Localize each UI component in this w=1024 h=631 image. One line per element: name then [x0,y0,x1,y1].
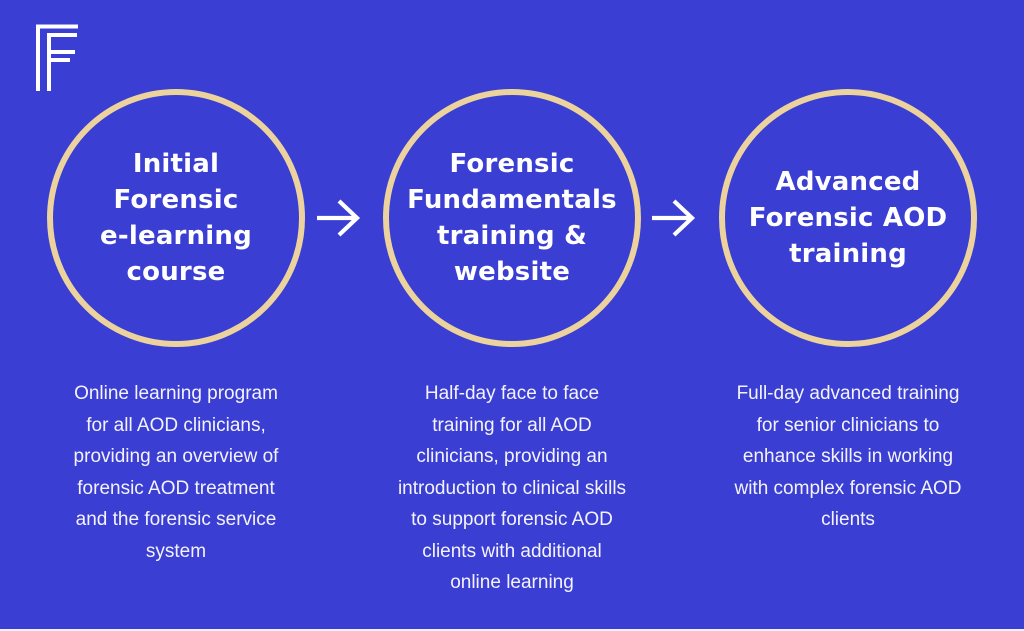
forensic-f-logo-icon [36,23,80,91]
stage-title: Advanced Forensic AOD training [748,167,948,269]
stage-circle-fundamentals-training: Forensic Fundamentals training & website [383,89,641,347]
arrow-right-icon [314,194,366,242]
bottom-edge-line [0,629,1024,631]
stage-description: Half-day face to face training for all A… [397,383,627,593]
arrow-right-icon [649,194,701,242]
stage-description: Full-day advanced training for senior cl… [734,383,962,530]
stage-circle-initial-elearning: Initial Forensic e-learning course [47,89,305,347]
stage-circle-advanced-training: Advanced Forensic AOD training [719,89,977,347]
stage-title: Initial Forensic e-learning course [100,149,252,287]
stage-title: Forensic Fundamentals training & website [407,149,617,287]
stage-description: Online learning program for all AOD clin… [73,383,279,562]
